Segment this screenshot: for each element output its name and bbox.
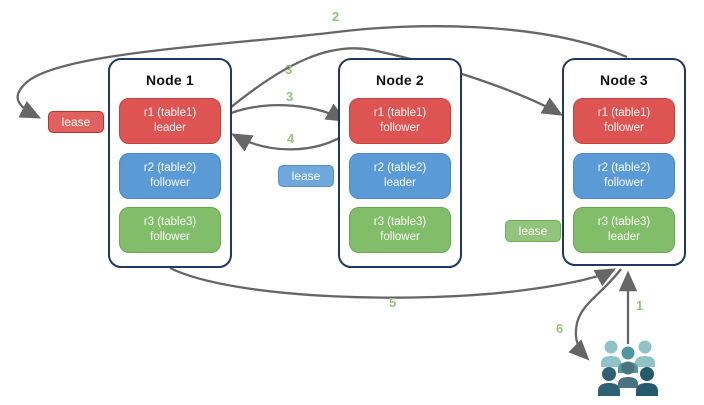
- replica-role: follower: [380, 231, 420, 243]
- arrow-step-3-to-node2: [223, 103, 348, 122]
- node-2-title: Node 2: [376, 72, 424, 88]
- replica-role: follower: [604, 177, 644, 189]
- replica-name: r3 (table3): [597, 215, 651, 228]
- users-group-icon: [598, 340, 658, 396]
- node3-replica-r3: r3 (table3) leader: [573, 207, 675, 253]
- node3-replica-r1: r1 (table1) follower: [573, 98, 675, 144]
- replica-name: r2 (table2): [597, 161, 651, 174]
- arrow-step-5-to-node3: [169, 266, 617, 299]
- replica-role: follower: [150, 177, 190, 189]
- arrow-label-6: 6: [556, 321, 564, 336]
- node-3-title: Node 3: [600, 72, 648, 88]
- node-3-box: Node 3 r1 (table1) follower r2 (table2) …: [562, 58, 686, 266]
- node2-replica-r2: r2 (table2) leader: [349, 153, 451, 199]
- replica-name: r1 (table1): [597, 106, 651, 119]
- replica-name: r2 (table2): [373, 161, 427, 174]
- replica-role: leader: [384, 177, 416, 189]
- replica-role: follower: [604, 122, 644, 134]
- arrow-step-2: [16, 25, 628, 119]
- node3-replica-r2: r2 (table2) follower: [573, 153, 675, 199]
- node-1-title: Node 1: [146, 72, 194, 88]
- node1-replica-r3: r3 (table3) follower: [119, 207, 221, 253]
- lease-badge-blue: lease: [278, 165, 334, 187]
- lease-badge-green: lease: [505, 220, 561, 242]
- arrow-label-1: 1: [636, 298, 644, 313]
- replica-role: follower: [380, 122, 420, 134]
- arrow-step-6-to-users: [568, 268, 622, 361]
- arrow-step-4-to-node1: [230, 132, 349, 152]
- arrow-label-3a: 3: [285, 62, 293, 77]
- replica-name: r2 (table2): [143, 161, 197, 174]
- arrow-step-3-to-node3: [223, 47, 563, 116]
- replica-role: follower: [150, 231, 190, 243]
- node1-replica-r1: r1 (table1) leader: [119, 98, 221, 144]
- replica-role: leader: [608, 231, 640, 243]
- node-2-box: Node 2 r1 (table1) follower r2 (table2) …: [338, 58, 462, 268]
- arrow-label-5: 5: [389, 295, 397, 310]
- replica-name: r1 (table1): [143, 106, 197, 119]
- arrow-label-2: 2: [332, 9, 340, 24]
- node-1-box: Node 1 r1 (table1) leader r2 (table2) fo…: [108, 58, 232, 268]
- replica-name: r3 (table3): [143, 215, 197, 228]
- node2-replica-r1: r1 (table1) follower: [349, 98, 451, 144]
- node2-replica-r3: r3 (table3) follower: [349, 207, 451, 253]
- lease-badge-red: lease: [48, 111, 104, 133]
- arrow-label-4: 4: [287, 131, 295, 146]
- replica-role: leader: [154, 122, 186, 134]
- replica-name: r1 (table1): [373, 106, 427, 119]
- node1-replica-r2: r2 (table2) follower: [119, 153, 221, 199]
- arrow-label-3b: 3: [286, 89, 294, 104]
- replica-name: r3 (table3): [373, 215, 427, 228]
